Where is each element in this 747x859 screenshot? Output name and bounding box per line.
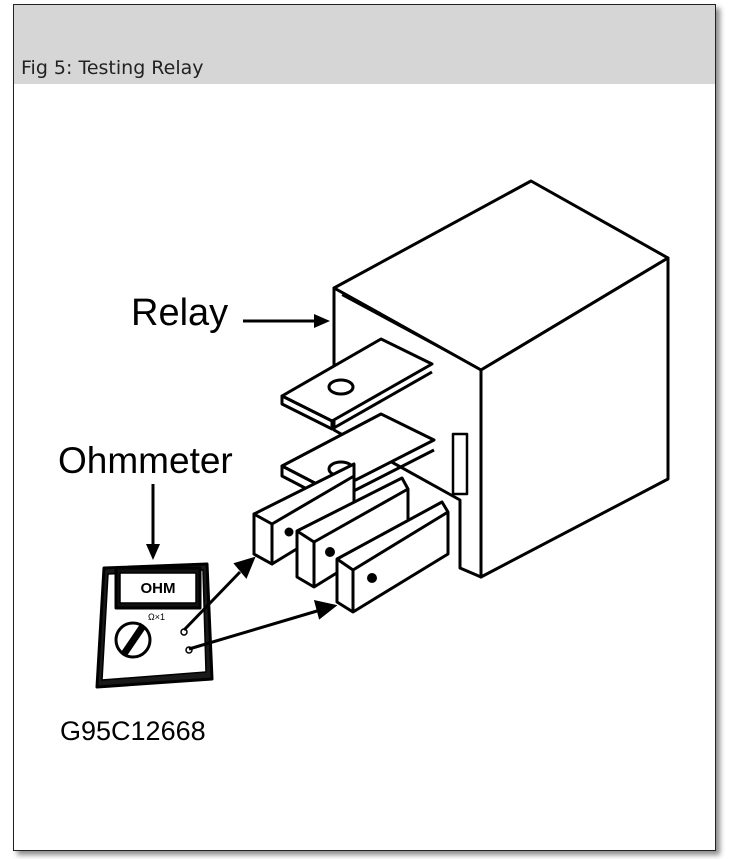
relay-label: Relay [131, 292, 228, 334]
relay-illustration: Relay Ohmmeter [14, 84, 715, 850]
relay-terminal-upper [280, 337, 434, 431]
test-leads [182, 556, 338, 651]
ohmmeter-label: Ohmmeter [58, 440, 233, 481]
caption-bar: Fig 5: Testing Relay [14, 5, 715, 84]
meter-range-text: Ω×1 [148, 612, 165, 622]
relay-arrow [243, 314, 330, 328]
figure-frame: Fig 5: Testing Relay [13, 4, 716, 851]
relay-blade-3 [335, 500, 450, 614]
meter-display-text: OHM [141, 580, 176, 597]
ohmmeter [95, 562, 214, 689]
relay-blade-1 [252, 462, 356, 566]
figure-code: G95C12668 [60, 716, 206, 746]
ohmmeter-arrow [146, 484, 160, 560]
relay-test-diagram: Relay Ohmmeter [58, 179, 670, 746]
figure-caption: Fig 5: Testing Relay [21, 57, 204, 79]
